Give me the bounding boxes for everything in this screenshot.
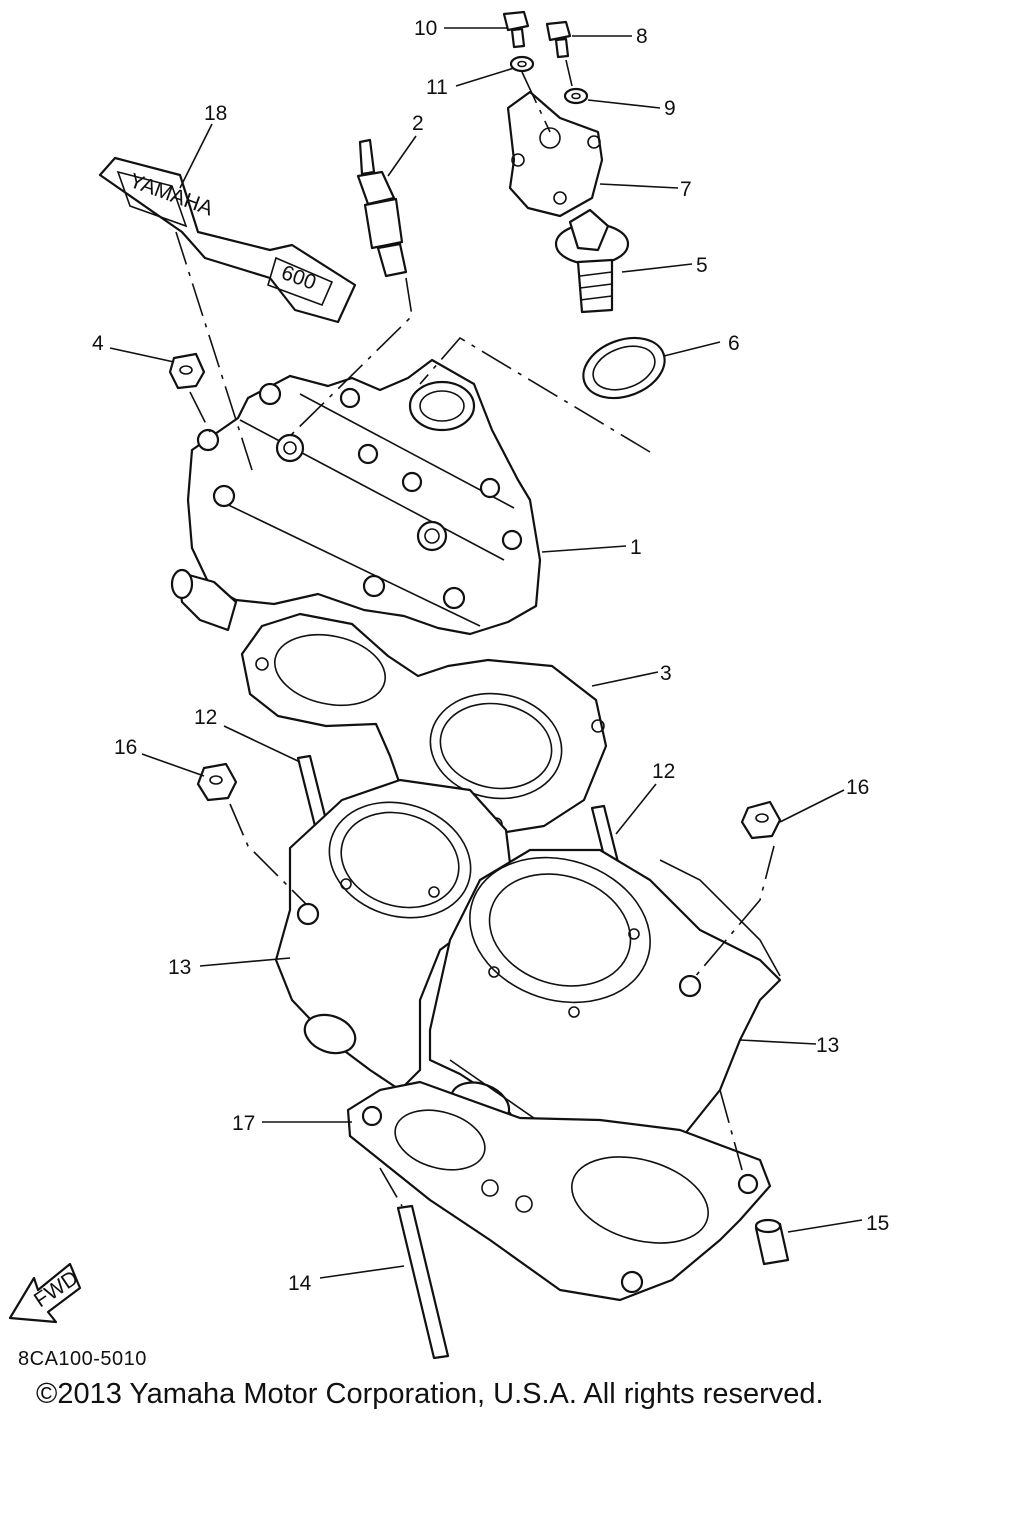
stud-part-14[interactable] — [396, 1204, 450, 1360]
label-10: 10 — [414, 17, 437, 40]
assembly-line-base — [719, 1089, 743, 1171]
label-6: 6 — [728, 332, 740, 355]
label-13-right: 13 — [816, 1034, 839, 1057]
label-8: 8 — [636, 25, 648, 48]
decal-part-18[interactable]: YAMAHA 600 — [98, 156, 357, 324]
nut-part-16-left[interactable] — [196, 762, 238, 802]
label-16-left: 16 — [114, 736, 137, 759]
label-14: 14 — [288, 1272, 312, 1295]
bolt-part-10[interactable] — [502, 10, 530, 49]
nut-part-4[interactable] — [168, 352, 206, 390]
label-12-right: 12 — [652, 760, 675, 783]
base-gasket-part-17[interactable] — [346, 1080, 772, 1302]
washer-part-9[interactable] — [563, 87, 589, 105]
cylinder-part-13-left[interactable] — [274, 778, 514, 1092]
assembly-line-bolt-10 — [521, 71, 551, 133]
label-3: 3 — [660, 662, 672, 685]
label-18: 18 — [204, 102, 227, 125]
cylinder-head-part-1[interactable] — [170, 358, 542, 636]
label-16-right: 16 — [846, 776, 869, 799]
label-15: 15 — [866, 1212, 889, 1235]
assembly-line-nut-16-left — [229, 803, 307, 905]
copyright-notice: ©2013 Yamaha Motor Corporation, U.S.A. A… — [36, 1378, 824, 1410]
label-4: 4 — [92, 332, 104, 355]
leader-lines — [109, 27, 863, 1279]
assembly-line-thermostat — [419, 336, 651, 453]
assembly-line-plug — [285, 277, 413, 441]
assembly-line-bolt-8 — [565, 59, 573, 87]
assembly-line-stud-14 — [379, 1167, 403, 1207]
assembly-line-decal — [175, 231, 253, 471]
thermostat-part-5[interactable] — [554, 208, 630, 314]
spark-plug-part-2[interactable] — [356, 138, 408, 278]
fwd-arrow-marker: FWD — [8, 1262, 82, 1324]
assembly-line-nut-16-right — [693, 845, 775, 979]
label-7: 7 — [680, 178, 692, 201]
label-11: 11 — [426, 76, 448, 99]
label-1: 1 — [630, 536, 642, 559]
label-9: 9 — [664, 97, 676, 120]
label-13-left: 13 — [168, 956, 191, 979]
label-17: 17 — [232, 1112, 255, 1135]
o-ring-part-6[interactable] — [575, 327, 673, 408]
part-labels: 10 8 11 9 18 2 7 5 6 4 1 3 12 16 12 16 1… — [92, 17, 889, 1295]
nut-part-16-right[interactable] — [740, 800, 782, 840]
diagram-code: 8CA100-5010 — [18, 1348, 147, 1370]
label-12-left: 12 — [194, 706, 217, 729]
dowel-pin-part-15[interactable] — [754, 1218, 790, 1266]
label-2: 2 — [412, 112, 424, 135]
label-5: 5 — [696, 254, 708, 277]
assembly-line-nut-4 — [189, 391, 211, 433]
thermostat-cover-part-7[interactable] — [506, 90, 604, 218]
head-gasket-part-3[interactable] — [240, 612, 608, 836]
washer-part-11[interactable] — [509, 55, 535, 73]
bolt-part-8[interactable] — [545, 20, 572, 59]
